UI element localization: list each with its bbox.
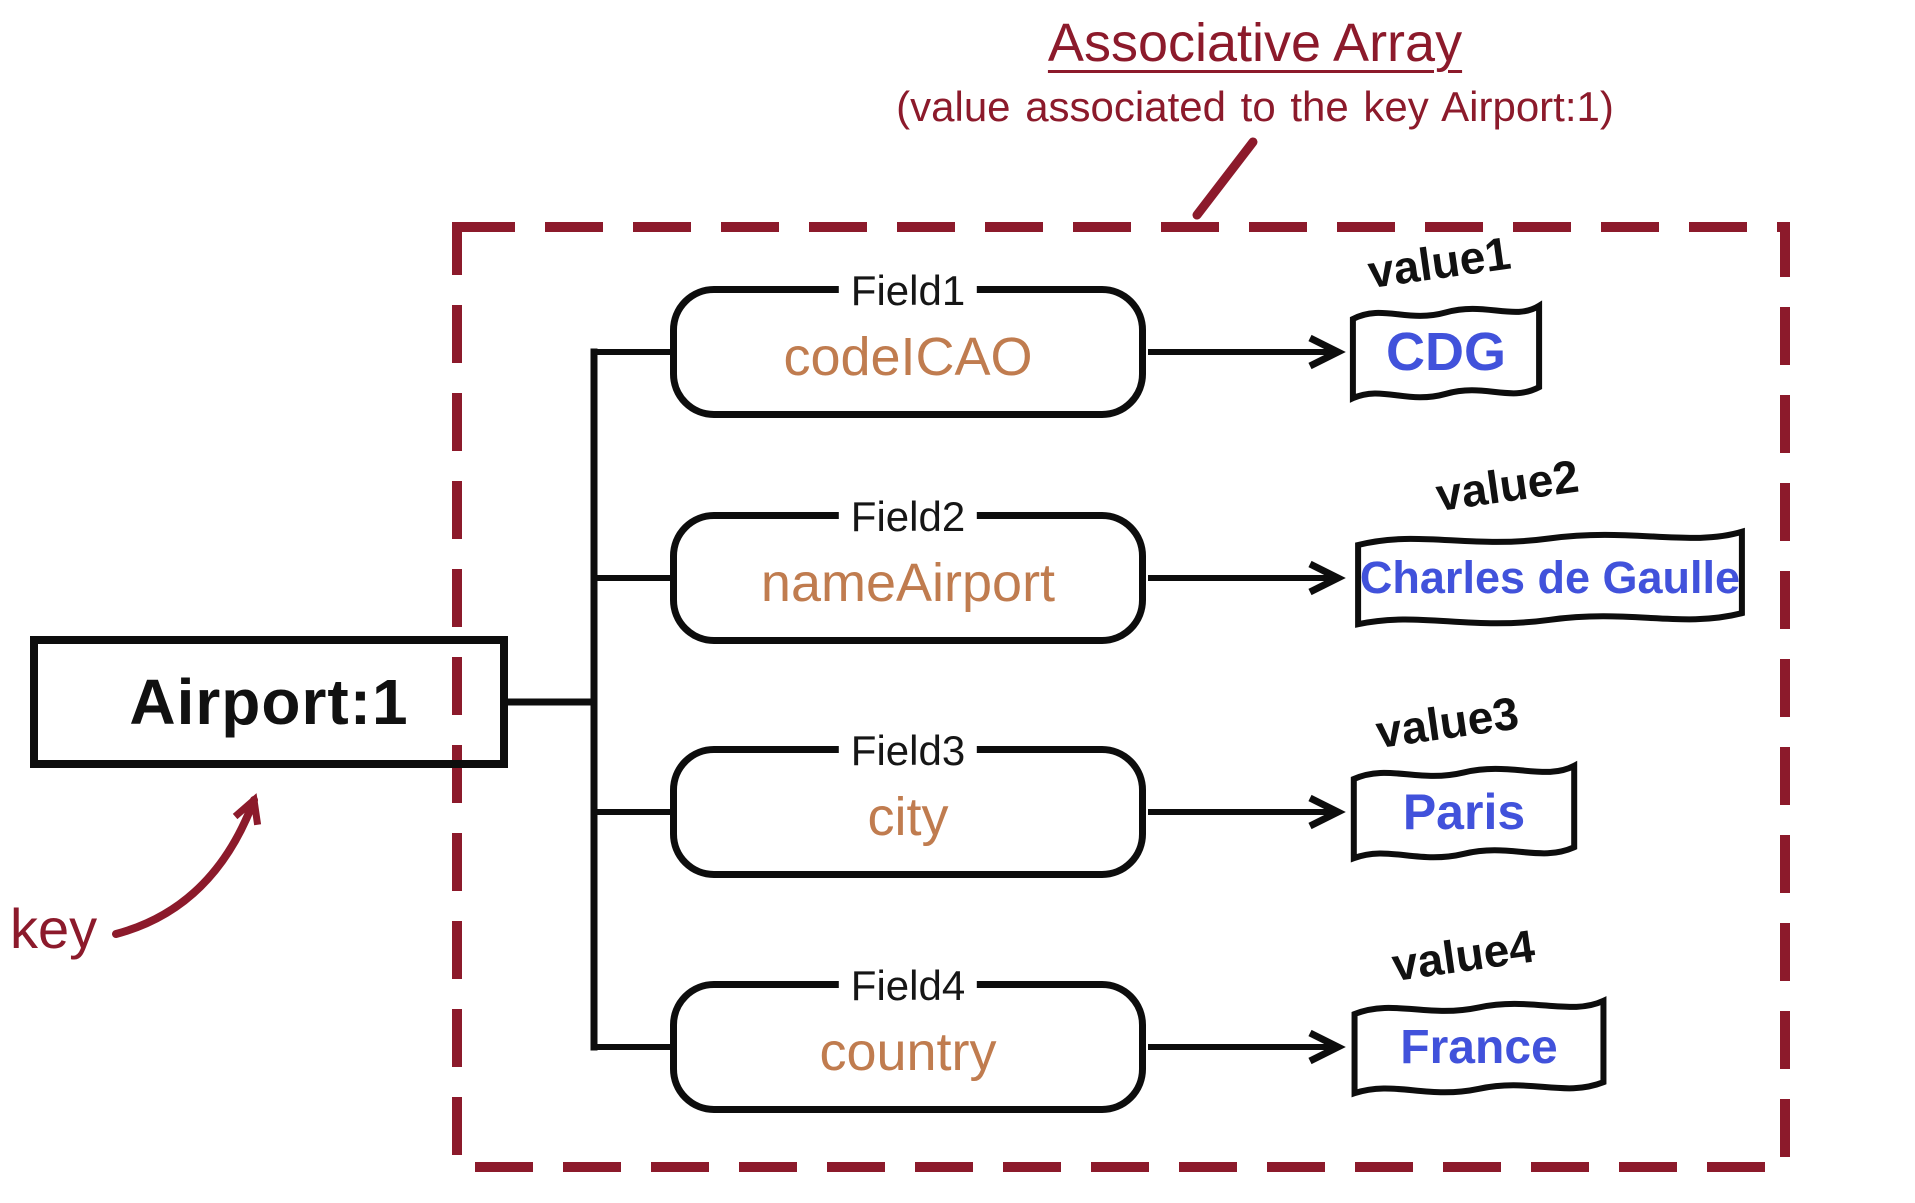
field-3-label: Field3 [838, 727, 978, 776]
value-2-text: Charles de Gaulle [1359, 552, 1741, 603]
value-4-text: France [1400, 1020, 1558, 1074]
field-1-label: Field1 [838, 267, 978, 316]
value-flag-4: France [1348, 992, 1610, 1102]
diagram-title: Associative Array [1047, 13, 1463, 73]
value-3-text: Paris [1402, 784, 1526, 840]
flag-banner-shape [1348, 523, 1752, 633]
diagram-subtitle: (value associated to the key Airport:1) [896, 83, 1614, 131]
subtitle-pointer-tick [1192, 137, 1258, 220]
field-4-name: country [819, 1022, 997, 1082]
key-node-label: Airport:1 [129, 666, 409, 738]
field-2-label: Field2 [838, 493, 978, 542]
field-node-2: Field2 nameAirport [670, 493, 1146, 644]
value-4-label: value4 [1388, 919, 1538, 992]
field-2-name: nameAirport [760, 553, 1056, 613]
value-2-label: value2 [1432, 449, 1582, 522]
field-4-label: Field4 [838, 962, 978, 1011]
field-node-4: Field4 country [670, 962, 1146, 1113]
key-node: Airport:1 [30, 636, 508, 768]
key-annotation-text: key [10, 897, 98, 960]
flag-banner-shape [1348, 992, 1610, 1102]
field-node-3: Field3 city [670, 727, 1146, 878]
field-3-name: city [867, 787, 949, 847]
flag-banner-shape [1348, 757, 1580, 867]
field-1-name: codeICAO [783, 327, 1033, 387]
value-1-text: CDG [1386, 322, 1506, 382]
value-flag-3: Paris [1348, 757, 1580, 867]
key-annotation-arrow [112, 793, 262, 938]
field-node-1: Field1 codeICAO [670, 267, 1146, 418]
header: Associative Array (value associated to t… [560, 13, 1915, 131]
value-flag-1: CDG [1348, 297, 1544, 407]
value-3-label: value3 [1372, 686, 1522, 759]
value-flag-2: Charles de Gaulle [1348, 523, 1752, 633]
value-1-label: value1 [1364, 226, 1514, 299]
flag-banner-shape [1348, 297, 1544, 407]
